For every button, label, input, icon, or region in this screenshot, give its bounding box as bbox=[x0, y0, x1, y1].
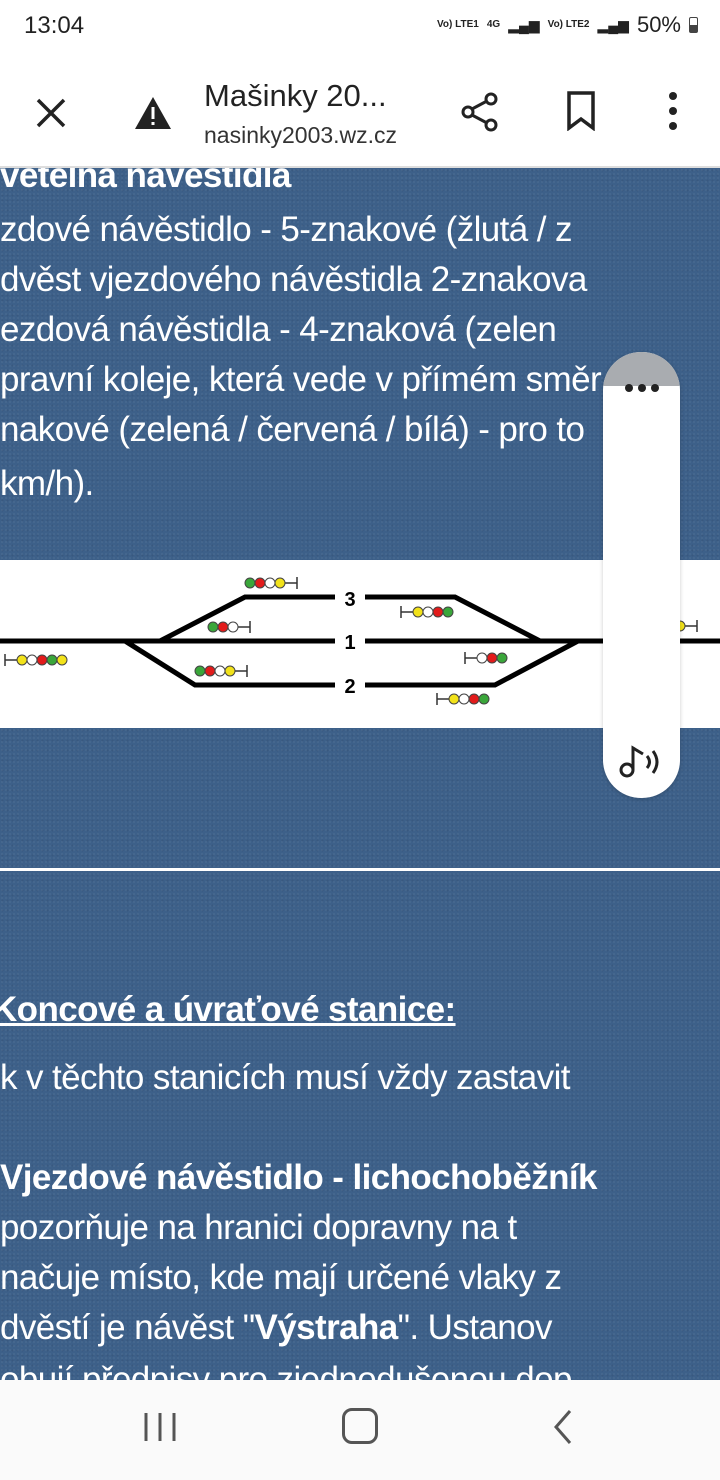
text: ". Ustanov bbox=[397, 1308, 553, 1347]
signal-6 bbox=[464, 652, 508, 664]
signal-light bbox=[442, 606, 454, 618]
station-track-diagram: 3 1 2 bbox=[0, 560, 720, 728]
signal-light bbox=[244, 577, 256, 589]
browser-toolbar: Mašinky 20... nasinky2003.wz.cz bbox=[0, 56, 720, 168]
signal-light bbox=[486, 652, 498, 664]
signal-light bbox=[217, 621, 229, 633]
warning-icon[interactable] bbox=[130, 90, 176, 136]
text: dvěstí je návěst " bbox=[0, 1308, 255, 1347]
signal-light bbox=[194, 665, 206, 677]
recent-apps-button[interactable] bbox=[142, 1410, 178, 1444]
signal-1 bbox=[244, 577, 298, 589]
read-aloud-icon[interactable] bbox=[617, 742, 667, 782]
signal-light bbox=[478, 693, 490, 705]
signal-light bbox=[207, 621, 219, 633]
track-label-2: 2 bbox=[344, 676, 355, 698]
sim2-indicator: Vo) LTE2 bbox=[547, 19, 590, 30]
share-icon[interactable] bbox=[456, 88, 504, 136]
signal-light bbox=[254, 577, 266, 589]
text-line: pravní koleje, která vede v přímém směr bbox=[0, 360, 602, 399]
text-line: Vjezdové návěstidlo - lichochoběžník bbox=[0, 1158, 597, 1197]
system-nav-bar bbox=[0, 1380, 720, 1480]
signal-light bbox=[224, 665, 236, 677]
signal-icon: ▂▄▆ bbox=[597, 16, 629, 33]
text-bold: Výstraha bbox=[254, 1308, 399, 1347]
network-type: 4G bbox=[486, 19, 501, 30]
web-content: větelná návěstidla zdové návěstidlo - 5-… bbox=[0, 168, 720, 1380]
text-line: km/h). bbox=[0, 464, 94, 503]
signal-light bbox=[214, 665, 226, 677]
signal-2 bbox=[207, 621, 251, 633]
signal-light bbox=[16, 654, 28, 666]
signal-light bbox=[448, 693, 460, 705]
signal-light bbox=[227, 621, 239, 633]
signal-7 bbox=[436, 693, 490, 705]
text-line: obují předpisy pro zjednodušenou dop bbox=[0, 1360, 573, 1380]
signal-light bbox=[264, 577, 276, 589]
track-label-1: 1 bbox=[344, 632, 355, 654]
section-divider bbox=[0, 868, 720, 871]
signal-light bbox=[36, 654, 48, 666]
text-line: dvěstí je návěst "Výstraha". Ustanov bbox=[0, 1308, 552, 1348]
signal-light bbox=[26, 654, 38, 666]
bookmark-icon[interactable] bbox=[558, 88, 604, 134]
signal-light bbox=[458, 693, 470, 705]
sim1-indicator: Vo) LTE1 bbox=[436, 19, 479, 30]
home-button[interactable] bbox=[342, 1408, 378, 1444]
signal-3 bbox=[194, 665, 248, 677]
page-title[interactable]: Mašinky 20... bbox=[204, 78, 387, 113]
text-line: dvěst vjezdového návěstidla 2-znakova bbox=[0, 260, 587, 299]
signal-light bbox=[204, 665, 216, 677]
section-heading: větelná návěstidla bbox=[0, 168, 291, 195]
more-vertical-icon[interactable] bbox=[650, 88, 696, 134]
signal-light bbox=[468, 693, 480, 705]
status-bar: 13:04 Vo) LTE1 4G ▂▄▆ Vo) LTE2 ▂▄▆ 50% bbox=[0, 0, 720, 56]
signal-light bbox=[46, 654, 58, 666]
back-button[interactable] bbox=[548, 1408, 578, 1446]
signal-light bbox=[412, 606, 424, 618]
section-heading: Koncové a úvraťové stanice: bbox=[0, 990, 456, 1029]
text-line: ezdová návěstidla - 4-znaková (zelen bbox=[0, 310, 557, 349]
signal-light bbox=[56, 654, 68, 666]
battery-icon bbox=[689, 17, 698, 33]
text-line: pozorňuje na hranici dopravny na t bbox=[0, 1208, 517, 1247]
track-label-3: 3 bbox=[344, 589, 355, 611]
signal-icon: ▂▄▆ bbox=[508, 16, 540, 33]
battery-level: 50% bbox=[636, 12, 681, 37]
signal-light bbox=[476, 652, 488, 664]
clock: 13:04 bbox=[24, 12, 85, 39]
signal-4 bbox=[4, 654, 68, 666]
close-icon[interactable] bbox=[28, 90, 74, 136]
text-line: nakové (zelená / červená / bílá) - pro t… bbox=[0, 410, 585, 449]
signal-light bbox=[496, 652, 508, 664]
signal-light bbox=[274, 577, 286, 589]
signal-light bbox=[422, 606, 434, 618]
text-line: k v těchto stanicích musí vždy zastavit bbox=[0, 1058, 570, 1097]
text-line: zdové návěstidlo - 5-znakové (žlutá / z bbox=[0, 210, 573, 249]
text-line: načuje místo, kde mají určené vlaky z bbox=[0, 1258, 562, 1297]
signal-5 bbox=[400, 606, 454, 618]
floating-reader-panel[interactable] bbox=[603, 352, 680, 798]
signal-light bbox=[432, 606, 444, 618]
page-url[interactable]: nasinky2003.wz.cz bbox=[204, 122, 398, 148]
more-horizontal-icon[interactable] bbox=[621, 380, 663, 396]
